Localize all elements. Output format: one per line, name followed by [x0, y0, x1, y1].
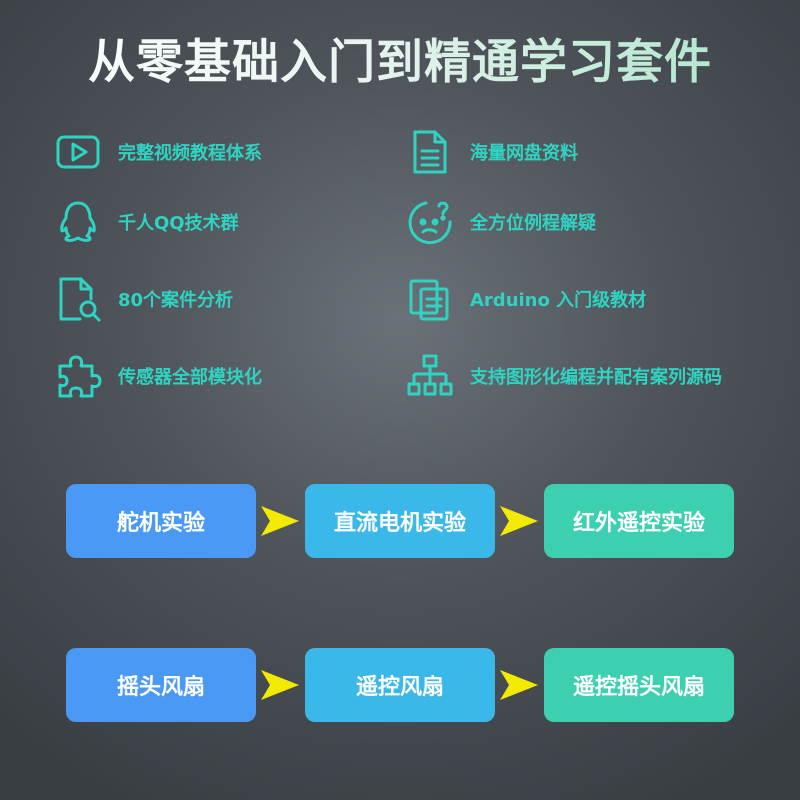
page-title: 从零基础入门到精通学习套件: [0, 28, 800, 98]
document-icon: [404, 126, 456, 178]
document-search-icon: [52, 273, 104, 325]
flow-step-remote-fan: 遥控风扇: [305, 648, 495, 722]
video-play-icon: [52, 126, 104, 178]
feature-case-analysis: 80个案件分析: [52, 273, 233, 325]
feature-label: 海量网盘资料: [470, 143, 578, 164]
flow-step-oscillating-fan: 摇头风扇: [66, 648, 256, 722]
arrow-right-icon: [261, 506, 299, 536]
feature-label: 传感器全部模块化: [118, 367, 262, 388]
feature-sensor-modules: 传感器全部模块化: [52, 350, 262, 402]
feature-graphic-programming: 支持图形化编程并配有案列源码: [404, 350, 722, 402]
books-icon: [404, 273, 456, 325]
feature-label: Arduino 入门级教材: [470, 290, 647, 311]
feature-routine-explain: 全方位例程解疑: [404, 196, 596, 248]
puzzle-piece-icon: [52, 350, 104, 402]
feature-label: 千人QQ技术群: [118, 213, 239, 234]
flow-step-dc-motor: 直流电机实验: [305, 484, 495, 558]
flow-step-remote-oscillating-fan: 遥控摇头风扇: [544, 648, 734, 722]
confused-face-icon: [404, 196, 456, 248]
feature-video-tutorials: 完整视频教程体系: [52, 126, 262, 178]
feature-qq-group: 千人QQ技术群: [52, 196, 239, 248]
feature-label: 80个案件分析: [118, 290, 234, 311]
arrow-right-icon: [500, 670, 538, 700]
qq-penguin-icon: [52, 196, 104, 248]
flow-step-servo: 舵机实验: [66, 484, 256, 558]
hierarchy-icon: [404, 350, 456, 402]
flow-step-ir-remote: 红外遥控实验: [544, 484, 734, 558]
feature-netdisk-resources: 海量网盘资料: [404, 126, 578, 178]
feature-label: 全方位例程解疑: [470, 213, 596, 234]
arrow-right-icon: [500, 506, 538, 536]
arrow-right-icon: [261, 670, 299, 700]
feature-label: 支持图形化编程并配有案列源码: [470, 367, 722, 388]
feature-arduino-textbook: Arduino 入门级教材: [404, 273, 646, 325]
feature-label: 完整视频教程体系: [118, 143, 262, 164]
